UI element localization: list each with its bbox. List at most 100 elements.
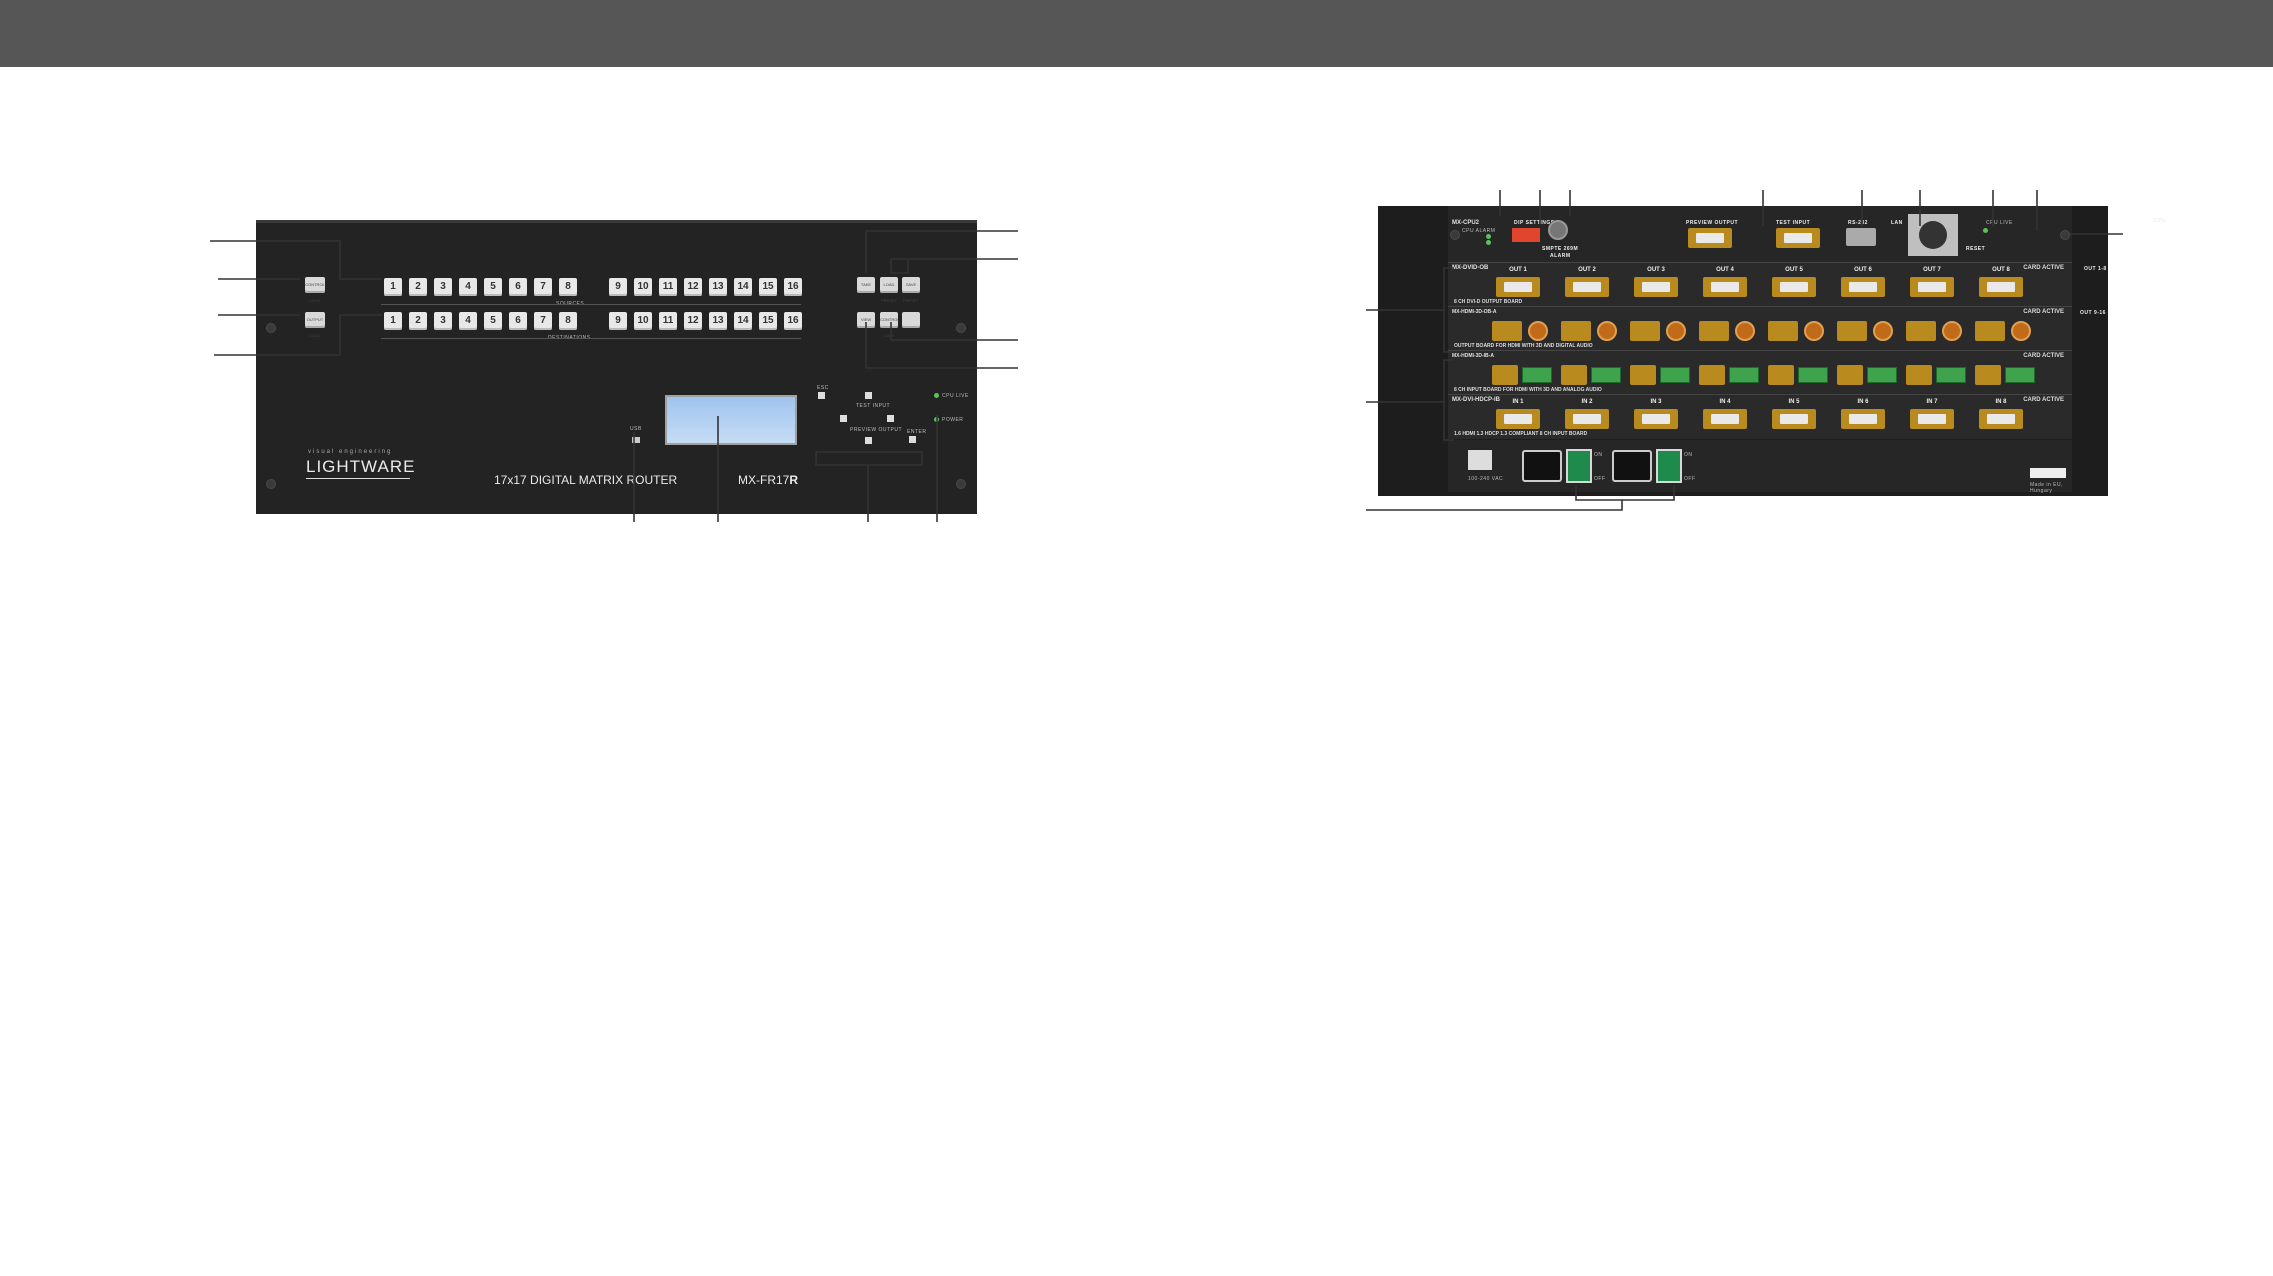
destination-button-10[interactable]: 10 <box>634 312 652 330</box>
spdif-connector[interactable] <box>1597 321 1617 341</box>
analog-audio-terminal[interactable] <box>2005 367 2035 383</box>
spdif-connector[interactable] <box>1735 321 1755 341</box>
hdmi-port[interactable] <box>1768 321 1798 341</box>
destination-button-2[interactable]: 2 <box>409 312 427 330</box>
destination-button-8[interactable]: 8 <box>559 312 577 330</box>
analog-audio-terminal[interactable] <box>1660 367 1690 383</box>
esc-button[interactable] <box>818 392 825 399</box>
dvi-port[interactable]: OUT 1 <box>1496 267 1540 297</box>
preview-output-port[interactable] <box>1688 228 1732 248</box>
source-button-1[interactable]: 1 <box>384 278 402 296</box>
dvi-port[interactable]: IN 7 <box>1910 399 1954 429</box>
source-button-4[interactable]: 4 <box>459 278 477 296</box>
destination-button-12[interactable]: 12 <box>684 312 702 330</box>
hdmi-port[interactable] <box>1768 365 1794 385</box>
source-button-15[interactable]: 15 <box>759 278 777 296</box>
output-lock-button[interactable]: OUTPUT LOCK <box>305 312 325 338</box>
spdif-connector[interactable] <box>1873 321 1893 341</box>
source-button-12[interactable]: 12 <box>684 278 702 296</box>
power-switch-1[interactable] <box>1566 449 1592 483</box>
destination-button-14[interactable]: 14 <box>734 312 752 330</box>
smpte-connector[interactable] <box>1548 220 1568 240</box>
dvi-port[interactable]: IN 5 <box>1772 399 1816 429</box>
dvi-port[interactable]: IN 3 <box>1634 399 1678 429</box>
hdmi-port[interactable] <box>1561 365 1587 385</box>
hdmi-port[interactable] <box>1699 365 1725 385</box>
source-button-16[interactable]: 16 <box>784 278 802 296</box>
control-lock-button[interactable]: CONTROL LOCK <box>305 277 325 303</box>
dvi-port[interactable]: IN 2 <box>1565 399 1609 429</box>
dvi-port[interactable]: IN 4 <box>1703 399 1747 429</box>
hdmi-port[interactable] <box>1630 365 1656 385</box>
analog-audio-terminal[interactable] <box>1867 367 1897 383</box>
load-preset-button[interactable]: LOAD PRESET <box>880 277 898 303</box>
power-inlet-1[interactable] <box>1522 450 1562 482</box>
left-button[interactable] <box>840 415 847 422</box>
up-button[interactable] <box>865 392 872 399</box>
destination-button-16[interactable]: 16 <box>784 312 802 330</box>
destination-button-11[interactable]: 11 <box>659 312 677 330</box>
spdif-connector[interactable] <box>1666 321 1686 341</box>
hdmi-port[interactable] <box>1492 321 1522 341</box>
dip-switch[interactable] <box>1512 228 1540 242</box>
down-button[interactable] <box>865 437 872 444</box>
spdif-connector[interactable] <box>1942 321 1962 341</box>
hdmi-port[interactable] <box>1906 365 1932 385</box>
hdmi-port[interactable] <box>1975 365 2001 385</box>
source-button-8[interactable]: 8 <box>559 278 577 296</box>
dvi-port[interactable]: IN 1 <box>1496 399 1540 429</box>
hdmi-port[interactable] <box>1837 321 1867 341</box>
lan-port[interactable] <box>1908 214 1958 256</box>
dvi-port[interactable]: OUT 3 <box>1634 267 1678 297</box>
dvi-port[interactable]: IN 8 <box>1979 399 2023 429</box>
rs232-port[interactable] <box>1846 228 1876 246</box>
destination-button-4[interactable]: 4 <box>459 312 477 330</box>
analog-audio-terminal[interactable] <box>1591 367 1621 383</box>
analog-audio-terminal[interactable] <box>1798 367 1828 383</box>
source-button-7[interactable]: 7 <box>534 278 552 296</box>
hdmi-port[interactable] <box>1906 321 1936 341</box>
power-inlet-2[interactable] <box>1612 450 1652 482</box>
source-button-5[interactable]: 5 <box>484 278 502 296</box>
destination-button-7[interactable]: 7 <box>534 312 552 330</box>
source-button-11[interactable]: 11 <box>659 278 677 296</box>
hdmi-port[interactable] <box>1975 321 2005 341</box>
destination-button-9[interactable]: 9 <box>609 312 627 330</box>
spdif-connector[interactable] <box>1528 321 1548 341</box>
analog-audio-terminal[interactable] <box>1522 367 1552 383</box>
usb-port[interactable] <box>632 437 640 443</box>
analog-audio-terminal[interactable] <box>1729 367 1759 383</box>
dvi-port[interactable]: OUT 6 <box>1841 267 1885 297</box>
hdmi-port[interactable] <box>1837 365 1863 385</box>
view-button[interactable]: VIEW <box>857 312 875 328</box>
dvi-port[interactable]: OUT 8 <box>1979 267 2023 297</box>
analog-audio-terminal[interactable] <box>1936 367 1966 383</box>
destination-button-15[interactable]: 15 <box>759 312 777 330</box>
dvi-port[interactable]: OUT 7 <box>1910 267 1954 297</box>
source-button-3[interactable]: 3 <box>434 278 452 296</box>
power-switch-2[interactable] <box>1656 449 1682 483</box>
spdif-connector[interactable] <box>2011 321 2031 341</box>
dvi-port[interactable]: IN 6 <box>1841 399 1885 429</box>
dvi-port[interactable]: OUT 5 <box>1772 267 1816 297</box>
dvi-port[interactable]: OUT 4 <box>1703 267 1747 297</box>
hdmi-port[interactable] <box>1492 365 1518 385</box>
control-lock-right-button[interactable]: CONTROL LOCK <box>880 312 900 338</box>
blank-button[interactable] <box>902 312 920 328</box>
enter-button[interactable] <box>909 436 916 443</box>
source-button-2[interactable]: 2 <box>409 278 427 296</box>
source-button-9[interactable]: 9 <box>609 278 627 296</box>
destination-button-5[interactable]: 5 <box>484 312 502 330</box>
destination-button-13[interactable]: 13 <box>709 312 727 330</box>
source-button-10[interactable]: 10 <box>634 278 652 296</box>
destination-button-1[interactable]: 1 <box>384 312 402 330</box>
hdmi-port[interactable] <box>1699 321 1729 341</box>
hdmi-port[interactable] <box>1561 321 1591 341</box>
source-button-14[interactable]: 14 <box>734 278 752 296</box>
dvi-port[interactable]: OUT 2 <box>1565 267 1609 297</box>
right-button[interactable] <box>887 415 894 422</box>
spdif-connector[interactable] <box>1804 321 1824 341</box>
source-button-6[interactable]: 6 <box>509 278 527 296</box>
source-button-13[interactable]: 13 <box>709 278 727 296</box>
destination-button-3[interactable]: 3 <box>434 312 452 330</box>
